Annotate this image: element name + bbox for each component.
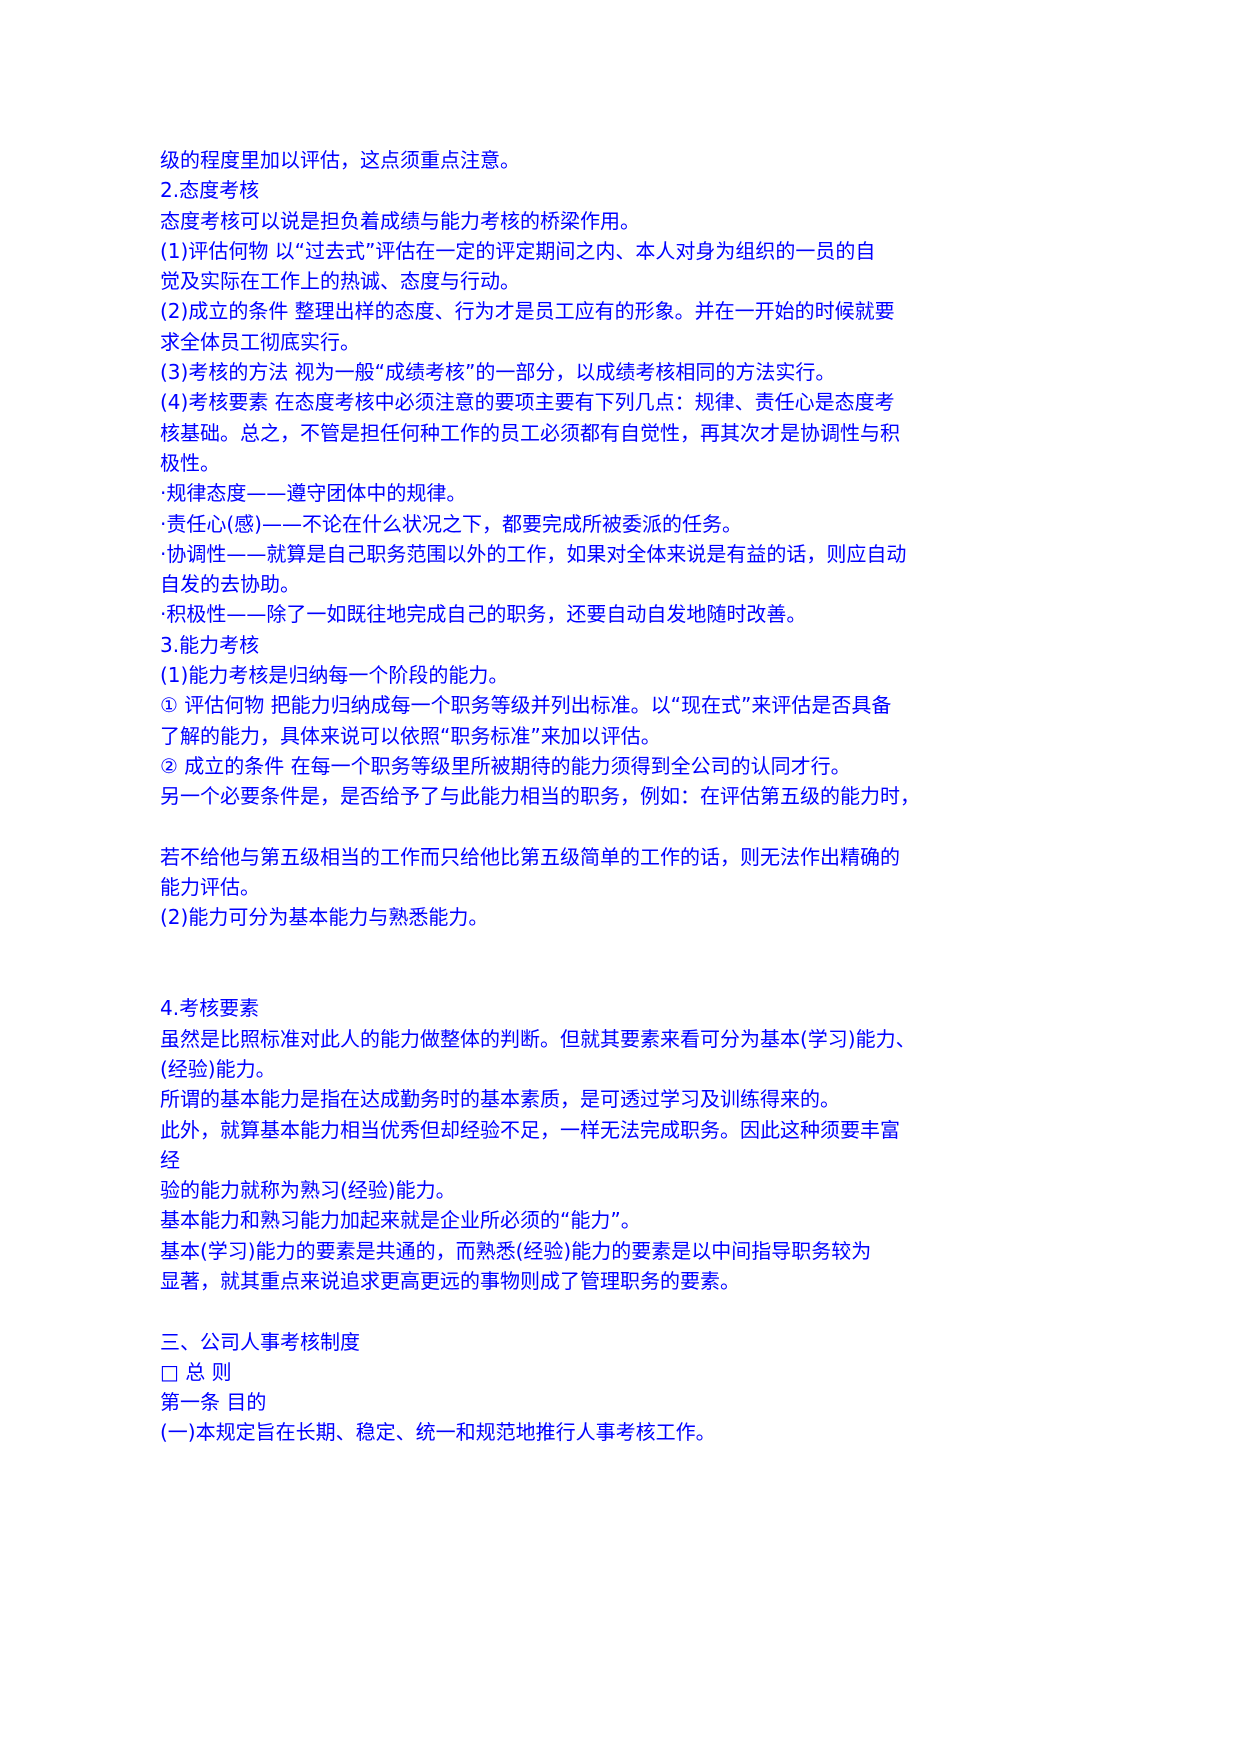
text-line: 此外，就算基本能力相当优秀但却经验不足，一样无法完成职务。因此这种须要丰富	[160, 1117, 900, 1142]
bullet-item: ·积极性——除了一如既往地完成自己的职务，还要自动自发地随时改善。	[160, 602, 807, 627]
text-line: 态度考核可以说是担负着成绩与能力考核的桥梁作用。	[160, 208, 640, 233]
text-line: 虽然是比照标准对此人的能力做整体的判断。但就其要素来看可分为基本(学习)能力、	[160, 1026, 916, 1051]
text-line: 验的能力就称为熟习(经验)能力。	[160, 1178, 456, 1203]
text-line: 基本(学习)能力的要素是共通的，而熟悉(经验)能力的要素是以中间指导职务较为	[160, 1238, 872, 1263]
article-heading: 第一条 目的	[160, 1390, 267, 1415]
text-line: 若不给他与第五级相当的工作而只给他比第五级简单的工作的话，则无法作出精确的	[160, 844, 900, 869]
text-line: 核基础。总之，不管是担任何种工作的员工必须都有自觉性，再其次才是协调性与积	[160, 420, 900, 445]
section-heading-elements: 4.考核要素	[160, 996, 260, 1021]
general-provisions-heading: □ 总 则	[160, 1359, 232, 1384]
text-line: (2)成立的条件 整理出样的态度、行为才是员工应有的形象。并在一开始的时候就要	[160, 299, 895, 324]
bullet-item: ·责任心(感)——不论在什么状况之下，都要完成所被委派的任务。	[160, 511, 742, 536]
blank-line	[160, 812, 1060, 842]
text-line: (2)能力可分为基本能力与熟悉能力。	[160, 905, 489, 930]
text-line: 求全体员工彻底实行。	[160, 329, 360, 354]
text-line: 经	[160, 1147, 180, 1172]
text-line: 另一个必要条件是，是否给予了与此能力相当的职务，例如：在评估第五级的能力时，	[160, 784, 920, 809]
text-line: 极性。	[160, 450, 220, 475]
text-line: 自发的去协助。	[160, 572, 300, 597]
blank-line	[160, 1296, 1060, 1326]
blank-line	[160, 933, 1060, 963]
text-line: 显著，就其重点来说追求更高更远的事物则成了管理职务的要素。	[160, 1268, 740, 1293]
document-body: 级的程度里加以评估，这点须重点注意。 2.态度考核 态度考核可以说是担负着成绩与…	[160, 145, 1060, 1448]
text-line: ② 成立的条件 在每一个职务等级里所被期待的能力须得到全公司的认同才行。	[160, 753, 851, 778]
bullet-item: ·规律态度——遵守团体中的规律。	[160, 481, 467, 506]
chapter-heading: 三、公司人事考核制度	[160, 1329, 360, 1354]
text-line: (1)评估何物 以“过去式”评估在一定的评定期间之内、本人对身为组织的一员的自	[160, 238, 876, 263]
section-heading-attitude: 2.态度考核	[160, 178, 260, 203]
section-heading-ability: 3.能力考核	[160, 632, 260, 657]
text-line: 所谓的基本能力是指在达成勤务时的基本素质，是可透过学习及训练得来的。	[160, 1087, 840, 1112]
text-line: (1)能力考核是归纳每一个阶段的能力。	[160, 663, 509, 688]
text-line: (经验)能力。	[160, 1056, 276, 1081]
text-line: 觉及实际在工作上的热诚、态度与行动。	[160, 269, 520, 294]
text-line: 级的程度里加以评估，这点须重点注意。	[160, 148, 520, 172]
text-line: 基本能力和熟习能力加起来就是企业所必须的“能力”。	[160, 1208, 641, 1233]
blank-line	[160, 963, 1060, 993]
text-line: (一)本规定旨在长期、稳定、统一和规范地推行人事考核工作。	[160, 1420, 716, 1445]
text-line: ① 评估何物 把能力归纳成每一个职务等级并列出标准。以“现在式”来评估是否具备	[160, 693, 892, 718]
text-line: (3)考核的方法 视为一般“成绩考核”的一部分，以成绩考核相同的方法实行。	[160, 360, 836, 385]
text-line: (4)考核要素 在态度考核中必须注意的要项主要有下列几点：规律、责任心是态度考	[160, 390, 895, 415]
text-line: 能力评估。	[160, 875, 260, 900]
bullet-item: ·协调性——就算是自己职务范围以外的工作，如果对全体来说是有益的话，则应自动	[160, 541, 907, 566]
text-line: 了解的能力，具体来说可以依照“职务标准”来加以评估。	[160, 723, 661, 748]
